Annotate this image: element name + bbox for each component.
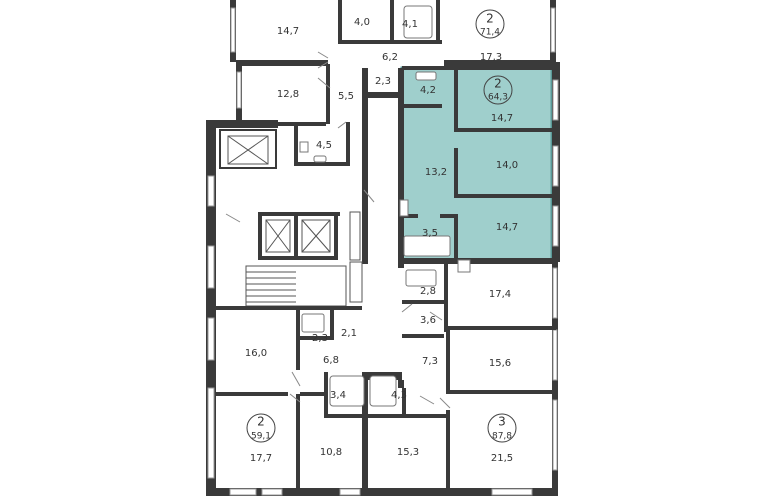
room-area: 4,3 xyxy=(391,390,407,401)
room-area: 10,8 xyxy=(320,447,342,458)
windows xyxy=(207,7,559,496)
room-area: 4,1 xyxy=(402,19,418,30)
apartment-badge-top-right[interactable]: 2 71,4 xyxy=(475,9,505,39)
left-lower-walls xyxy=(216,308,406,490)
selected-apartment[interactable] xyxy=(400,66,554,262)
room-area: 14,7 xyxy=(496,222,518,233)
room-area: 17,7 xyxy=(250,453,272,464)
apartment-badge-bottom-right[interactable]: 3 87,8 xyxy=(487,413,517,443)
room-area: 4,2 xyxy=(420,85,436,96)
room-area: 15,6 xyxy=(489,358,511,369)
room-area: 13,2 xyxy=(425,167,447,178)
room-area: 12,8 xyxy=(277,89,299,100)
apartment-rooms: 2 xyxy=(257,415,265,429)
room-area: 7,3 xyxy=(422,356,438,367)
room-area: 3,5 xyxy=(422,228,438,239)
room-area: 4,0 xyxy=(354,17,370,28)
room-area: 6,8 xyxy=(323,355,339,366)
room-area: 2,1 xyxy=(341,328,357,339)
room-area: 17,4 xyxy=(489,289,511,300)
room-area: 2,3 xyxy=(312,333,328,344)
top-walls xyxy=(236,0,556,166)
corridor-walls xyxy=(362,68,404,492)
room-area: 6,2 xyxy=(382,52,398,63)
room-area: 21,5 xyxy=(491,453,513,464)
apartment-total: 59,1 xyxy=(251,432,271,442)
room-labels: 14,7 4,0 4,1 17,3 6,2 12,8 2,3 5,5 4,5 4… xyxy=(245,17,518,464)
room-area: 3,6 xyxy=(420,315,436,326)
room-area: 14,7 xyxy=(491,113,513,124)
apartment-badge-selected[interactable]: 2 64,3 xyxy=(483,75,513,105)
room-area: 17,3 xyxy=(480,52,502,63)
room-area: 5,5 xyxy=(338,91,354,102)
stair-elevator-block xyxy=(216,129,363,310)
room-area: 14,0 xyxy=(496,160,518,171)
room-area: 2,8 xyxy=(420,286,436,297)
room-area: 14,7 xyxy=(277,26,299,37)
room-area: 2,3 xyxy=(375,76,391,87)
doors xyxy=(225,51,451,409)
apartment-rooms: 2 xyxy=(486,12,494,26)
right-lower-walls xyxy=(368,262,556,490)
apartment-total: 87,8 xyxy=(492,432,512,442)
selected-walls xyxy=(399,66,558,264)
room-area: 15,3 xyxy=(397,447,419,458)
apartment-badge-bottom-left[interactable]: 2 59,1 xyxy=(246,413,276,443)
room-area: 16,0 xyxy=(245,348,267,359)
fixtures xyxy=(299,5,471,407)
apartment-rooms: 3 xyxy=(498,415,506,429)
apartment-total: 64,3 xyxy=(488,93,508,103)
apartment-total: 71,4 xyxy=(480,28,500,38)
apartment-rooms: 2 xyxy=(494,77,502,91)
room-area: 3,4 xyxy=(330,390,346,401)
room-area: 4,5 xyxy=(316,140,332,151)
